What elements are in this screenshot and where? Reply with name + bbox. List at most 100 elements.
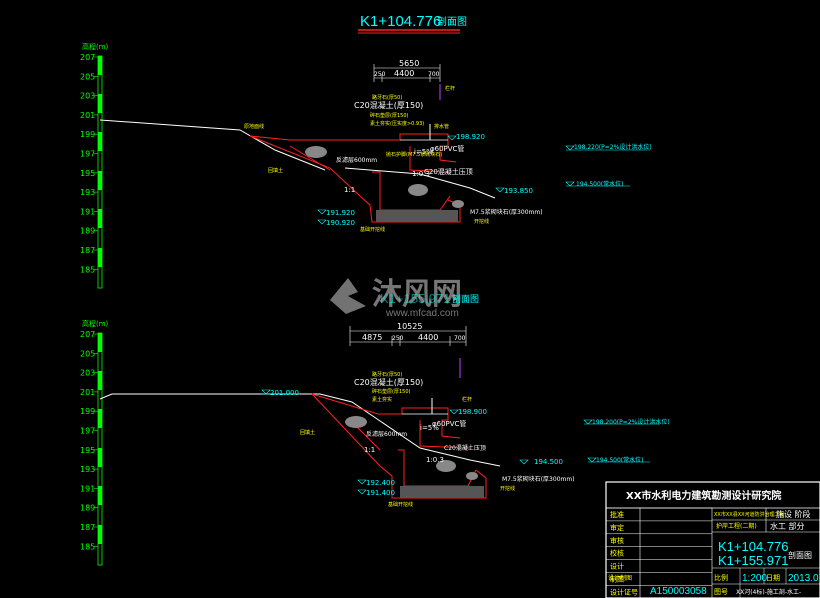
section2-label-l9: 回填土 <box>300 429 315 436</box>
section2-tick-label: 187 <box>80 523 95 532</box>
section2-level-bottom1: 192.400 <box>366 479 395 487</box>
section1-label-l13: 基础开挖线 <box>360 226 385 233</box>
section1-title: K1+104.776 <box>360 13 441 30</box>
title-block-scale-label: 比例 <box>714 573 728 582</box>
section2-slope1: 1:1 <box>364 446 375 454</box>
section2-dim-right: 700 <box>454 335 466 342</box>
section1-tick-label: 187 <box>80 246 95 255</box>
watermark: 沐风网 www.mfcad.com <box>330 278 462 319</box>
section2-label-l4: 素土夯实 <box>372 396 392 403</box>
title-block-institute: XX市水利电力建筑勘测设计研究院 <box>626 489 781 502</box>
section1-tick-label: 185 <box>80 265 95 274</box>
title-block-cert: A150003058 <box>650 586 707 597</box>
section2-label-l12: 基础开挖线 <box>388 501 413 508</box>
section2-rubble <box>345 416 484 498</box>
title-block: XX市水利电力建筑勘测设计研究院 XX市XX县XX河道防洪治理工程 护岸工程(二… <box>605 481 820 598</box>
section2-axis-label: 高程(m) <box>82 319 109 328</box>
title-block-scale: 1:200 <box>742 573 767 584</box>
section1-label-l9: 回填土 <box>268 167 283 174</box>
section1-level-bottom2: 190.920 <box>326 219 355 227</box>
title-block-row-label: 设计 <box>610 562 624 571</box>
title-block-drawing-title2: K1+155.971 <box>718 553 788 568</box>
title-block-drawing-no-label: 图号 <box>714 588 728 596</box>
section2-dim-mid: 4400 <box>418 333 438 342</box>
section2-label-l1: 路牙石(厚50) <box>372 371 402 378</box>
section1-ground-line <box>99 119 326 171</box>
section2-label-l6: φ60PVC管 <box>432 419 466 428</box>
title-block-project2: 护岸工程(二期) <box>716 522 757 530</box>
section1-label-l2: C20混凝土(厚150) <box>354 100 423 110</box>
section2-label-l2: C20混凝土(厚150) <box>354 377 423 387</box>
section1-dim-total: 5650 <box>399 59 419 68</box>
section1-dim-left: 250 <box>374 71 386 78</box>
section-1: K1+104.776 剖面图 高程(m) 2072052032011991971… <box>80 13 652 289</box>
section2-level-crest: 198.900 <box>458 408 487 416</box>
section2-tick-label: 203 <box>80 369 95 378</box>
section1-tick-label: 193 <box>80 188 95 197</box>
section1-label-l7: 反滤层600mm <box>336 156 377 164</box>
section2-dim-total: 10525 <box>397 322 422 331</box>
section1-label-l10: 抛石护脚(M7.5浆砌块石) <box>386 151 442 158</box>
section2-slope3: 1:0.3 <box>426 456 444 464</box>
section2-slope2: i=5% <box>420 424 439 432</box>
section1-tick-label: 201 <box>80 111 95 120</box>
section1-label-ground: 原地面线 <box>244 123 264 130</box>
section1-tick-label: 205 <box>80 72 95 81</box>
title-block-date: 2013.0 <box>788 573 819 584</box>
section1-tick-label: 203 <box>80 92 95 101</box>
section1-label-l8: C20混凝土压顶 <box>424 167 473 176</box>
title-block-dept: 水工 部分 <box>770 521 805 531</box>
section2-label-l11: 开挖线 <box>500 485 515 492</box>
section1-rubble <box>305 146 464 222</box>
section2-dim-a: 4875 <box>362 333 382 342</box>
section2-tick-label: 189 <box>80 504 95 513</box>
section1-label-l3: 碎石垫层(厚150) <box>370 112 408 119</box>
section2-label-l5: 栏杆 <box>462 396 472 403</box>
section2-levels: 201.000 198.900 198.200(P=2%设计洪水位) 194.5… <box>261 389 670 497</box>
watermark-text: 沐风网 <box>372 278 462 311</box>
section1-labels: 原地面线 栏杆 路牙石(厚50) C20混凝土(厚150) 碎石垫层(厚150)… <box>244 85 543 233</box>
section1-level-flood: 198.220(P=2%设计洪水位) <box>574 143 652 151</box>
section2-tick-label: 191 <box>80 484 95 493</box>
section2-level-toe: 194.500 <box>534 458 563 466</box>
section2-dim-b: 250 <box>392 335 404 342</box>
title-block-drawing-title1: K1+104.776 <box>718 539 788 554</box>
section2-level-bottom2: 191.400 <box>366 489 395 497</box>
section1-axis-label: 高程(m) <box>82 42 109 51</box>
section2-dimensions <box>349 326 467 346</box>
title-block-drawing-suffix: 剖面图 <box>788 550 812 560</box>
section1-tick-label: 195 <box>80 169 95 178</box>
section2-tick-label: 199 <box>80 407 95 416</box>
section2-tick-label: 207 <box>80 330 95 339</box>
section2-title: K1+155.971 <box>380 291 450 306</box>
section1-tick-label: 199 <box>80 130 95 139</box>
section2-label-l3: 碎石垫层(厚150) <box>372 388 410 395</box>
section1-level-toe: 193.850 <box>504 187 533 195</box>
section2-labels: 路牙石(厚50) C20混凝土(厚150) 碎石垫层(厚150) 素土夯实 栏杆… <box>300 371 575 508</box>
title-block-row-label: 审定 <box>610 523 624 532</box>
section1-label-l5: 排水管 <box>434 123 449 130</box>
section2-label-l10: M7.5浆砌块石(厚300mm) <box>502 475 575 483</box>
section1-level-crest: 198.920 <box>456 133 485 141</box>
section1-slope2: i=5% <box>414 148 433 156</box>
section2-label-l7: 反滤层600mm <box>366 430 407 438</box>
title-block-design-label: 设计制图 <box>608 574 632 582</box>
section1-dim-mid: 4400 <box>394 69 414 78</box>
title-block-row-label: 校核 <box>610 549 624 558</box>
section1-label-railing: 栏杆 <box>445 85 455 92</box>
section1-label-l11: M7.5浆砌块石(厚300mm) <box>470 208 543 216</box>
section2-title-suffix: 剖面图 <box>452 293 479 304</box>
section1-label-l12: 开挖线 <box>474 218 489 225</box>
section1-label-l4: 素土夯实(压实度>0.93) <box>370 120 424 127</box>
section1-structure <box>249 133 461 223</box>
section1-tick-label: 197 <box>80 150 95 159</box>
section1-level-bottom1: 191.920 <box>326 209 355 217</box>
section1-tick-label: 191 <box>80 207 95 216</box>
section1-slope1: 1:1 <box>344 186 355 194</box>
title-block-project: XX市XX县XX河道防洪治理工程 <box>714 511 785 518</box>
watermark-logo <box>330 278 366 314</box>
section1-level-normal: 194.500(常水位) <box>576 180 624 188</box>
title-block-row-label: 审核 <box>610 536 624 545</box>
watermark-url: www.mfcad.com <box>385 308 459 319</box>
